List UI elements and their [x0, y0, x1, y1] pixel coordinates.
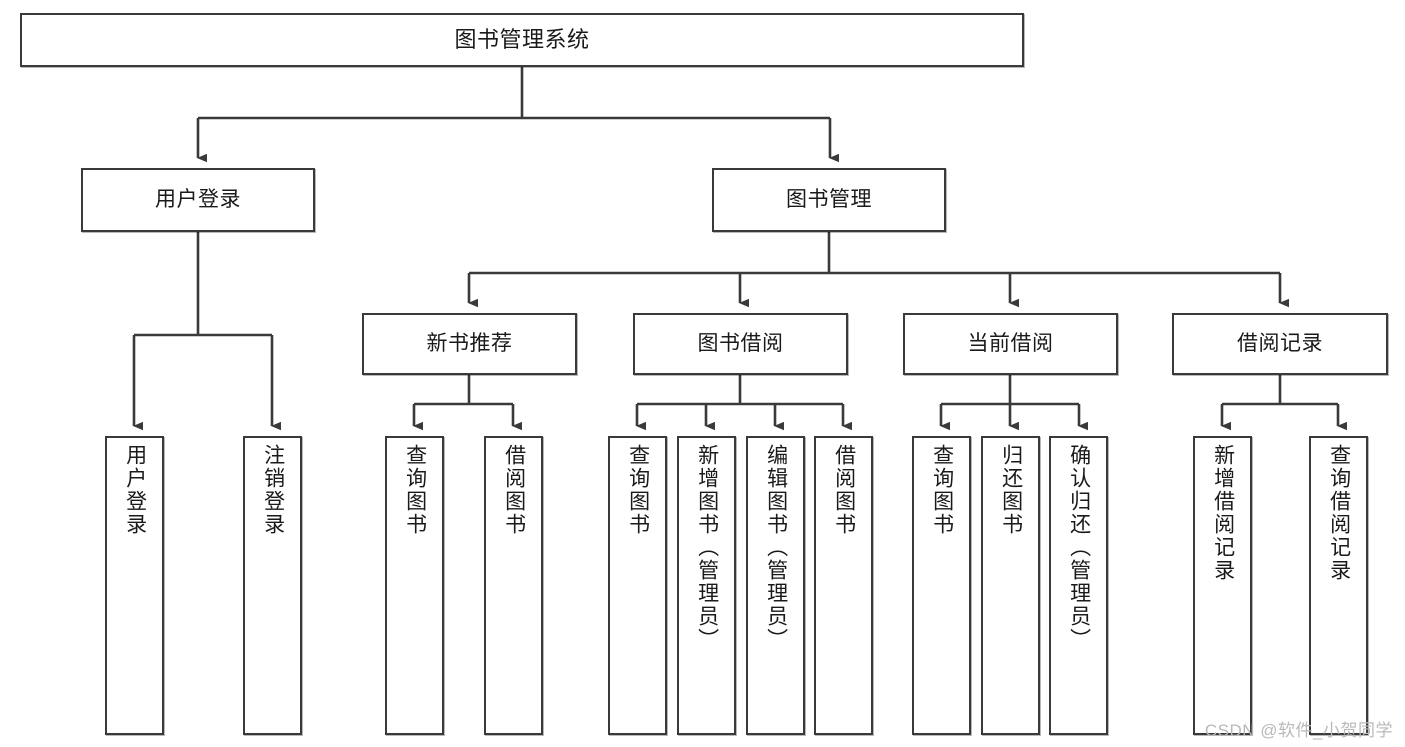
leaf-user-login-login[interactable]: 用户登录	[105, 436, 164, 735]
leaf-current-borrow-return-book[interactable]: 归还图书	[981, 436, 1040, 735]
node-label: 用户登录	[155, 187, 241, 211]
node-label: 归还图书	[999, 444, 1023, 536]
leaf-book-borrow-add-book-admin[interactable]: 新增图书（管理员）	[677, 436, 736, 735]
leaf-current-borrow-query-book[interactable]: 查询图书	[912, 436, 971, 735]
node-label: 注销登录	[261, 444, 285, 536]
node-label: 当前借阅	[967, 331, 1054, 355]
node-label: 查询图书	[403, 444, 427, 536]
node-user-login[interactable]: 用户登录	[81, 168, 315, 232]
node-label: 编辑图书（管理员）	[764, 444, 788, 651]
leaf-borrow-record-query-record[interactable]: 查询借阅记录	[1309, 436, 1368, 735]
node-root-book-management-system[interactable]: 图书管理系统	[20, 13, 1024, 67]
node-book-borrowing[interactable]: 图书借阅	[633, 313, 848, 375]
node-label: 图书管理	[786, 187, 872, 211]
node-label: 查询图书	[626, 444, 650, 536]
node-label: 借阅图书	[502, 444, 526, 536]
node-label: 查询图书	[930, 444, 954, 536]
node-label: 新增借阅记录	[1211, 444, 1235, 582]
leaf-book-borrow-edit-book-admin[interactable]: 编辑图书（管理员）	[746, 436, 805, 735]
node-label: 借阅记录	[1237, 331, 1323, 355]
node-current-borrowing[interactable]: 当前借阅	[903, 313, 1118, 375]
leaf-user-login-logout[interactable]: 注销登录	[243, 436, 302, 735]
node-label: 新书推荐	[426, 331, 513, 355]
leaf-borrow-record-add-record[interactable]: 新增借阅记录	[1193, 436, 1252, 735]
node-label: 图书管理系统	[454, 27, 590, 53]
node-label: 用户登录	[123, 444, 147, 536]
node-book-management[interactable]: 图书管理	[712, 168, 946, 232]
node-new-book-recommendation[interactable]: 新书推荐	[362, 313, 577, 375]
node-borrowing-record[interactable]: 借阅记录	[1172, 313, 1388, 375]
node-label: 借阅图书	[832, 444, 856, 536]
node-label: 新增图书（管理员）	[695, 444, 719, 651]
leaf-new-book-query-book[interactable]: 查询图书	[385, 436, 444, 735]
leaf-book-borrow-borrow-book[interactable]: 借阅图书	[814, 436, 873, 735]
leaf-book-borrow-query-book[interactable]: 查询图书	[608, 436, 667, 735]
node-label: 确认归还（管理员）	[1067, 444, 1091, 651]
node-label: 查询借阅记录	[1327, 444, 1351, 582]
node-label: 图书借阅	[697, 331, 784, 355]
leaf-current-borrow-confirm-return-admin[interactable]: 确认归还（管理员）	[1049, 436, 1108, 735]
csdn-watermark: CSDN @软件_小贺同学	[1204, 721, 1393, 740]
leaf-new-book-borrow-book[interactable]: 借阅图书	[484, 436, 543, 735]
